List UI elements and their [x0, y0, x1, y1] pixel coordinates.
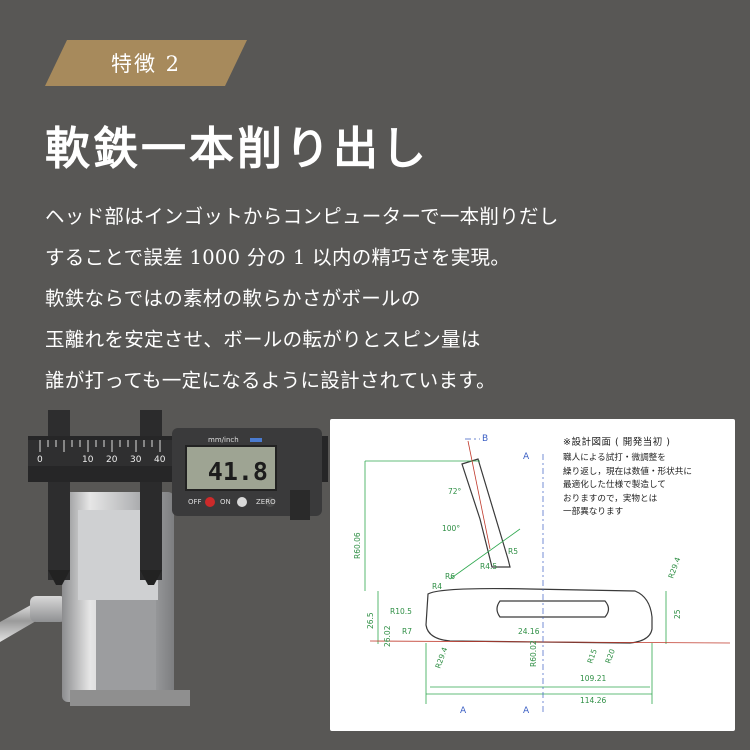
feature-badge: 特徴 2 [45, 40, 247, 86]
description-line-1: ヘッド部はインゴットからコンピューターで一本削りだし [45, 205, 559, 228]
drawing-note-line-4: おりますので，実物とは [563, 493, 658, 504]
dim-25: 25 [673, 609, 682, 619]
display-reading: 41.8 [208, 457, 268, 486]
drawing-note-line-5: 一部異なります [563, 507, 624, 517]
dim-r29-4-right: R29.4 [666, 556, 682, 580]
dim-angle-100: 100° [442, 524, 460, 533]
dim-r29-4: R29.4 [433, 646, 449, 670]
dim-24-16: 24.16 [518, 627, 540, 636]
dim-r60-02: R60.02 [529, 640, 538, 667]
description-line-3: 軟鉄ならではの素材の軟らかさがボールの [45, 287, 421, 310]
dim-r7: R7 [402, 627, 412, 636]
drawing-note-line-3: 最適化した仕様で製造して [563, 480, 666, 490]
dim-r60-06: R60.06 [353, 532, 362, 559]
dim-r15: R15 [585, 648, 599, 665]
section-label-a-top: A [523, 452, 530, 462]
dim-r4-5: R4.5 [480, 562, 497, 571]
drawing-note-line-1: 職人による試打・微調整を [563, 453, 666, 463]
off-button-label: OFF [188, 498, 202, 506]
description-line-5: 誰が打っても一定になるように設計されています。 [45, 369, 496, 392]
dim-angle-72: 72° [448, 487, 462, 496]
zero-button-label: ZERO [256, 498, 276, 506]
dim-r5: R5 [508, 547, 518, 556]
drawing-note-line-2: 繰り返し，現在は数値・形状共に [563, 466, 692, 477]
dim-26-5: 26.5 [366, 612, 375, 629]
section-label-a-bottom-right: A [523, 706, 530, 716]
dim-r6: R6 [445, 572, 455, 581]
scale-label-40: 40 [154, 455, 166, 465]
page-title: 軟鉄一本削り出し [45, 122, 430, 175]
description: ヘッド部はインゴットからコンピューターで一本削りだし することで誤差 1000 … [45, 196, 725, 401]
drawing-note-title: ※設計図面 ( 開発当初 ) [563, 437, 671, 448]
design-drawing-card: R60.06 26.5 R10.5 R7 R29.4 R20 R15 R5 R4… [330, 419, 735, 731]
dim-r4: R4 [432, 582, 442, 591]
description-line-2: することで誤差 1000 分の 1 以内の精巧さを実現。 [45, 246, 511, 269]
design-drawing: R60.06 26.5 R10.5 R7 R29.4 R20 R15 R5 R4… [353, 434, 731, 716]
on-button-label: ON [220, 498, 231, 506]
description-line-4: 玉離れを安定させ、ボールの転がりとスピン量は [45, 328, 481, 351]
scale-label-10: 10 [82, 455, 94, 465]
dim-109-21: 109.21 [580, 674, 606, 683]
scale-label-0: 0 [37, 455, 43, 465]
caliper-photo: 0 10 20 30 40 mm/inch 41.8 OFF ON ZERO [0, 410, 328, 706]
unit-label: mm/inch [208, 436, 239, 444]
drawing-note: ※設計図面 ( 開発当初 ) 職人による試打・微調整を 繰り返し，現在は数値・形… [563, 434, 728, 520]
scale-label-20: 20 [106, 455, 118, 465]
dim-r10-5: R10.5 [390, 607, 412, 616]
dim-r20: R20 [603, 648, 617, 665]
section-label-b: B [482, 434, 488, 444]
feature-badge-label: 特徴 2 [110, 52, 182, 76]
dim-114-26: 114.26 [580, 696, 606, 705]
dim-26-02: 26.02 [383, 625, 392, 647]
scale-label-30: 30 [130, 455, 142, 465]
section-label-a-bottom: A [460, 706, 467, 716]
